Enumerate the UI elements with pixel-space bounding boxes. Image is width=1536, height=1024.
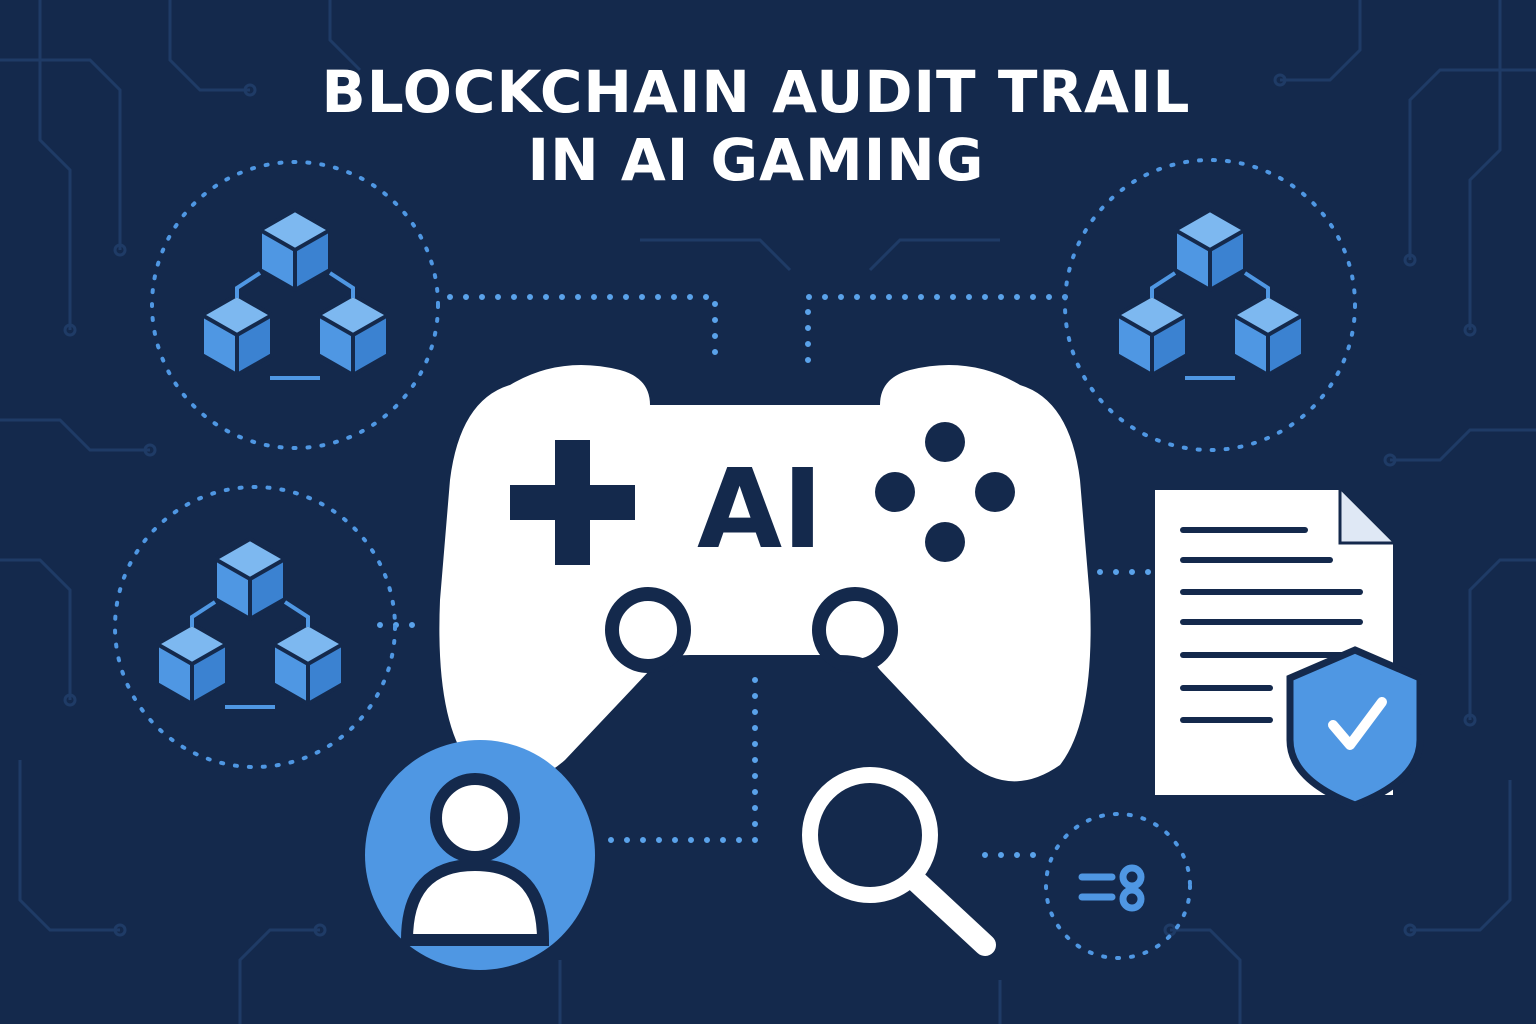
dpad-icon [510, 440, 635, 565]
page-title-line-1: BLOCKCHAIN AUDIT TRAIL [321, 58, 1191, 126]
blockchain-cubes-icon [1117, 210, 1303, 378]
blockchain-node-top-right [1063, 158, 1357, 452]
user-avatar-icon [365, 740, 595, 970]
thumbsticks-icon [605, 587, 898, 673]
blockchain-cubes-icon [202, 210, 388, 378]
shield-check-icon [1286, 646, 1424, 809]
blockchain-node-top-left [150, 160, 440, 450]
page-title-line-2: IN AI GAMING [527, 126, 985, 194]
game-controller-icon: AI [439, 365, 1091, 782]
transfer-arrows-icon [1078, 864, 1145, 912]
blockchain-cubes-icon [157, 539, 343, 707]
controller-ai-label: AI [697, 445, 823, 573]
magnifying-glass-icon [802, 767, 996, 956]
dotted-connectors [377, 294, 1153, 858]
transfer-node [1044, 812, 1192, 960]
blockchain-node-middle-left [113, 485, 397, 769]
face-buttons-icon [875, 422, 1015, 562]
